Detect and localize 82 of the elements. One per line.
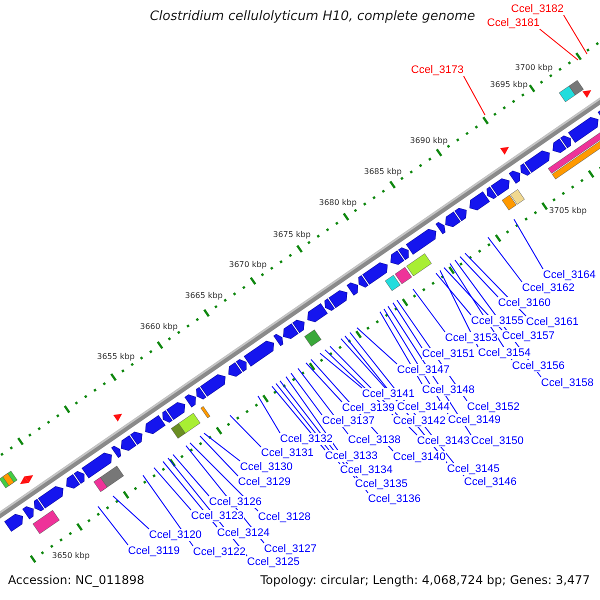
gene-label: Ccel_3153 <box>445 332 498 344</box>
gene-label: Ccel_3173 <box>411 64 464 76</box>
scale-label: 3665 kbp <box>185 290 223 300</box>
gene-label: Ccel_3139 <box>342 402 395 414</box>
gene-label: Ccel_3137 <box>322 415 375 427</box>
gene-label: Ccel_3134 <box>340 464 393 476</box>
gene-label: Ccel_3160 <box>498 297 551 309</box>
gene-label: Ccel_3124 <box>217 527 270 539</box>
leader-line <box>392 302 422 348</box>
gene-label: Ccel_3156 <box>512 360 565 372</box>
leader-line <box>460 256 498 298</box>
gene-label: Ccel_3181 <box>487 17 540 29</box>
gene-label: Ccel_3119 <box>128 545 180 557</box>
gene-label: Ccel_3122 <box>193 546 246 558</box>
gene-label: Ccel_3147 <box>397 364 450 376</box>
leader-line <box>539 28 578 60</box>
gene-label: Ccel_3155 <box>471 315 524 327</box>
gene-label: Ccel_3144 <box>397 401 450 413</box>
leader-line <box>463 76 486 116</box>
gene-label: Ccel_3141 <box>362 388 415 400</box>
gene-label: Ccel_3158 <box>541 377 594 389</box>
gene-label: Ccel_3132 <box>280 433 333 445</box>
leader-line <box>320 352 362 388</box>
gene-label: Ccel_3149 <box>448 414 501 426</box>
leader-line <box>230 414 262 448</box>
gene-label: Ccel_3161 <box>526 316 579 328</box>
scale-label: 3655 kbp <box>97 352 135 361</box>
scale-label: 3700 kbp <box>515 63 553 72</box>
gene-label: Ccel_3138 <box>348 434 401 446</box>
gene-label: Ccel_3152 <box>467 401 520 413</box>
leader-line <box>290 372 322 416</box>
gene-label: Ccel_3120 <box>149 529 202 541</box>
scale-label: 3705 kbp <box>549 206 587 215</box>
gene-label: Ccel_3164 <box>543 269 596 281</box>
leader-line <box>412 288 446 332</box>
gene-label: Ccel_3148 <box>422 384 475 396</box>
scale-label: 3695 kbp <box>490 80 528 90</box>
leader-line <box>258 396 280 434</box>
gene-label: Ccel_3146 <box>464 476 517 488</box>
gene-label: Ccel_3157 <box>502 330 555 342</box>
scale-label: 3675 kbp <box>273 230 311 240</box>
gene-label: Ccel_3129 <box>238 476 291 488</box>
gene-label: Ccel_3151 <box>422 348 475 360</box>
scale-label: 3650 kbp <box>52 551 90 560</box>
gene-label: Ccel_3125 <box>247 556 300 568</box>
gene-label: Ccel_3135 <box>355 478 408 490</box>
gene-label: Ccel_3130 <box>240 461 293 473</box>
gene-label: Ccel_3162 <box>522 282 575 294</box>
gene-label: Ccel_3145 <box>447 463 500 475</box>
accession-text: Accession: NC_011898 <box>8 574 144 587</box>
scale-label: 3685 kbp <box>364 167 402 176</box>
gene-label: Ccel_3140 <box>393 451 446 463</box>
genome-info-text: Topology: circular; Length: 4,068,724 bp; Genes: 3,477 <box>260 574 590 587</box>
leader-line <box>306 362 342 402</box>
gene-label: Ccel_3154 <box>478 347 531 359</box>
gene-label: Ccel_3143 <box>417 435 470 447</box>
gene-label: Ccel_3142 <box>393 415 446 427</box>
leader-line <box>488 236 522 282</box>
leader-line <box>356 327 398 364</box>
scale-label: 3680 kbp <box>319 198 357 208</box>
gene-label: Ccel_3127 <box>264 543 317 555</box>
scale-label: 3660 kbp <box>140 322 178 331</box>
gene-label: Ccel_3126 <box>209 496 262 508</box>
leader-line <box>514 218 544 270</box>
leader-line <box>112 496 150 530</box>
scale-label: 3670 kbp <box>229 260 267 270</box>
leader-line <box>98 506 128 546</box>
gene-label: Ccel_3128 <box>258 511 311 523</box>
leader-line <box>154 467 192 510</box>
gene-label: Ccel_3131 <box>261 447 314 459</box>
leader-line <box>172 454 210 496</box>
scale-label: 3690 kbp <box>410 136 448 145</box>
leader-line <box>200 436 238 476</box>
gene-label: Ccel_3123 <box>191 510 244 522</box>
gene-label: Ccel_3133 <box>325 450 378 462</box>
leader-line <box>436 272 472 316</box>
leader-line <box>563 14 588 54</box>
leader-line <box>204 432 240 462</box>
gene-label: Ccel_3182 <box>511 3 564 15</box>
gene-label: Ccel_3150 <box>471 435 524 447</box>
title: Clostridium cellulolyticum H10, complete genome <box>150 9 476 24</box>
gene-label: Ccel_3136 <box>368 493 421 505</box>
